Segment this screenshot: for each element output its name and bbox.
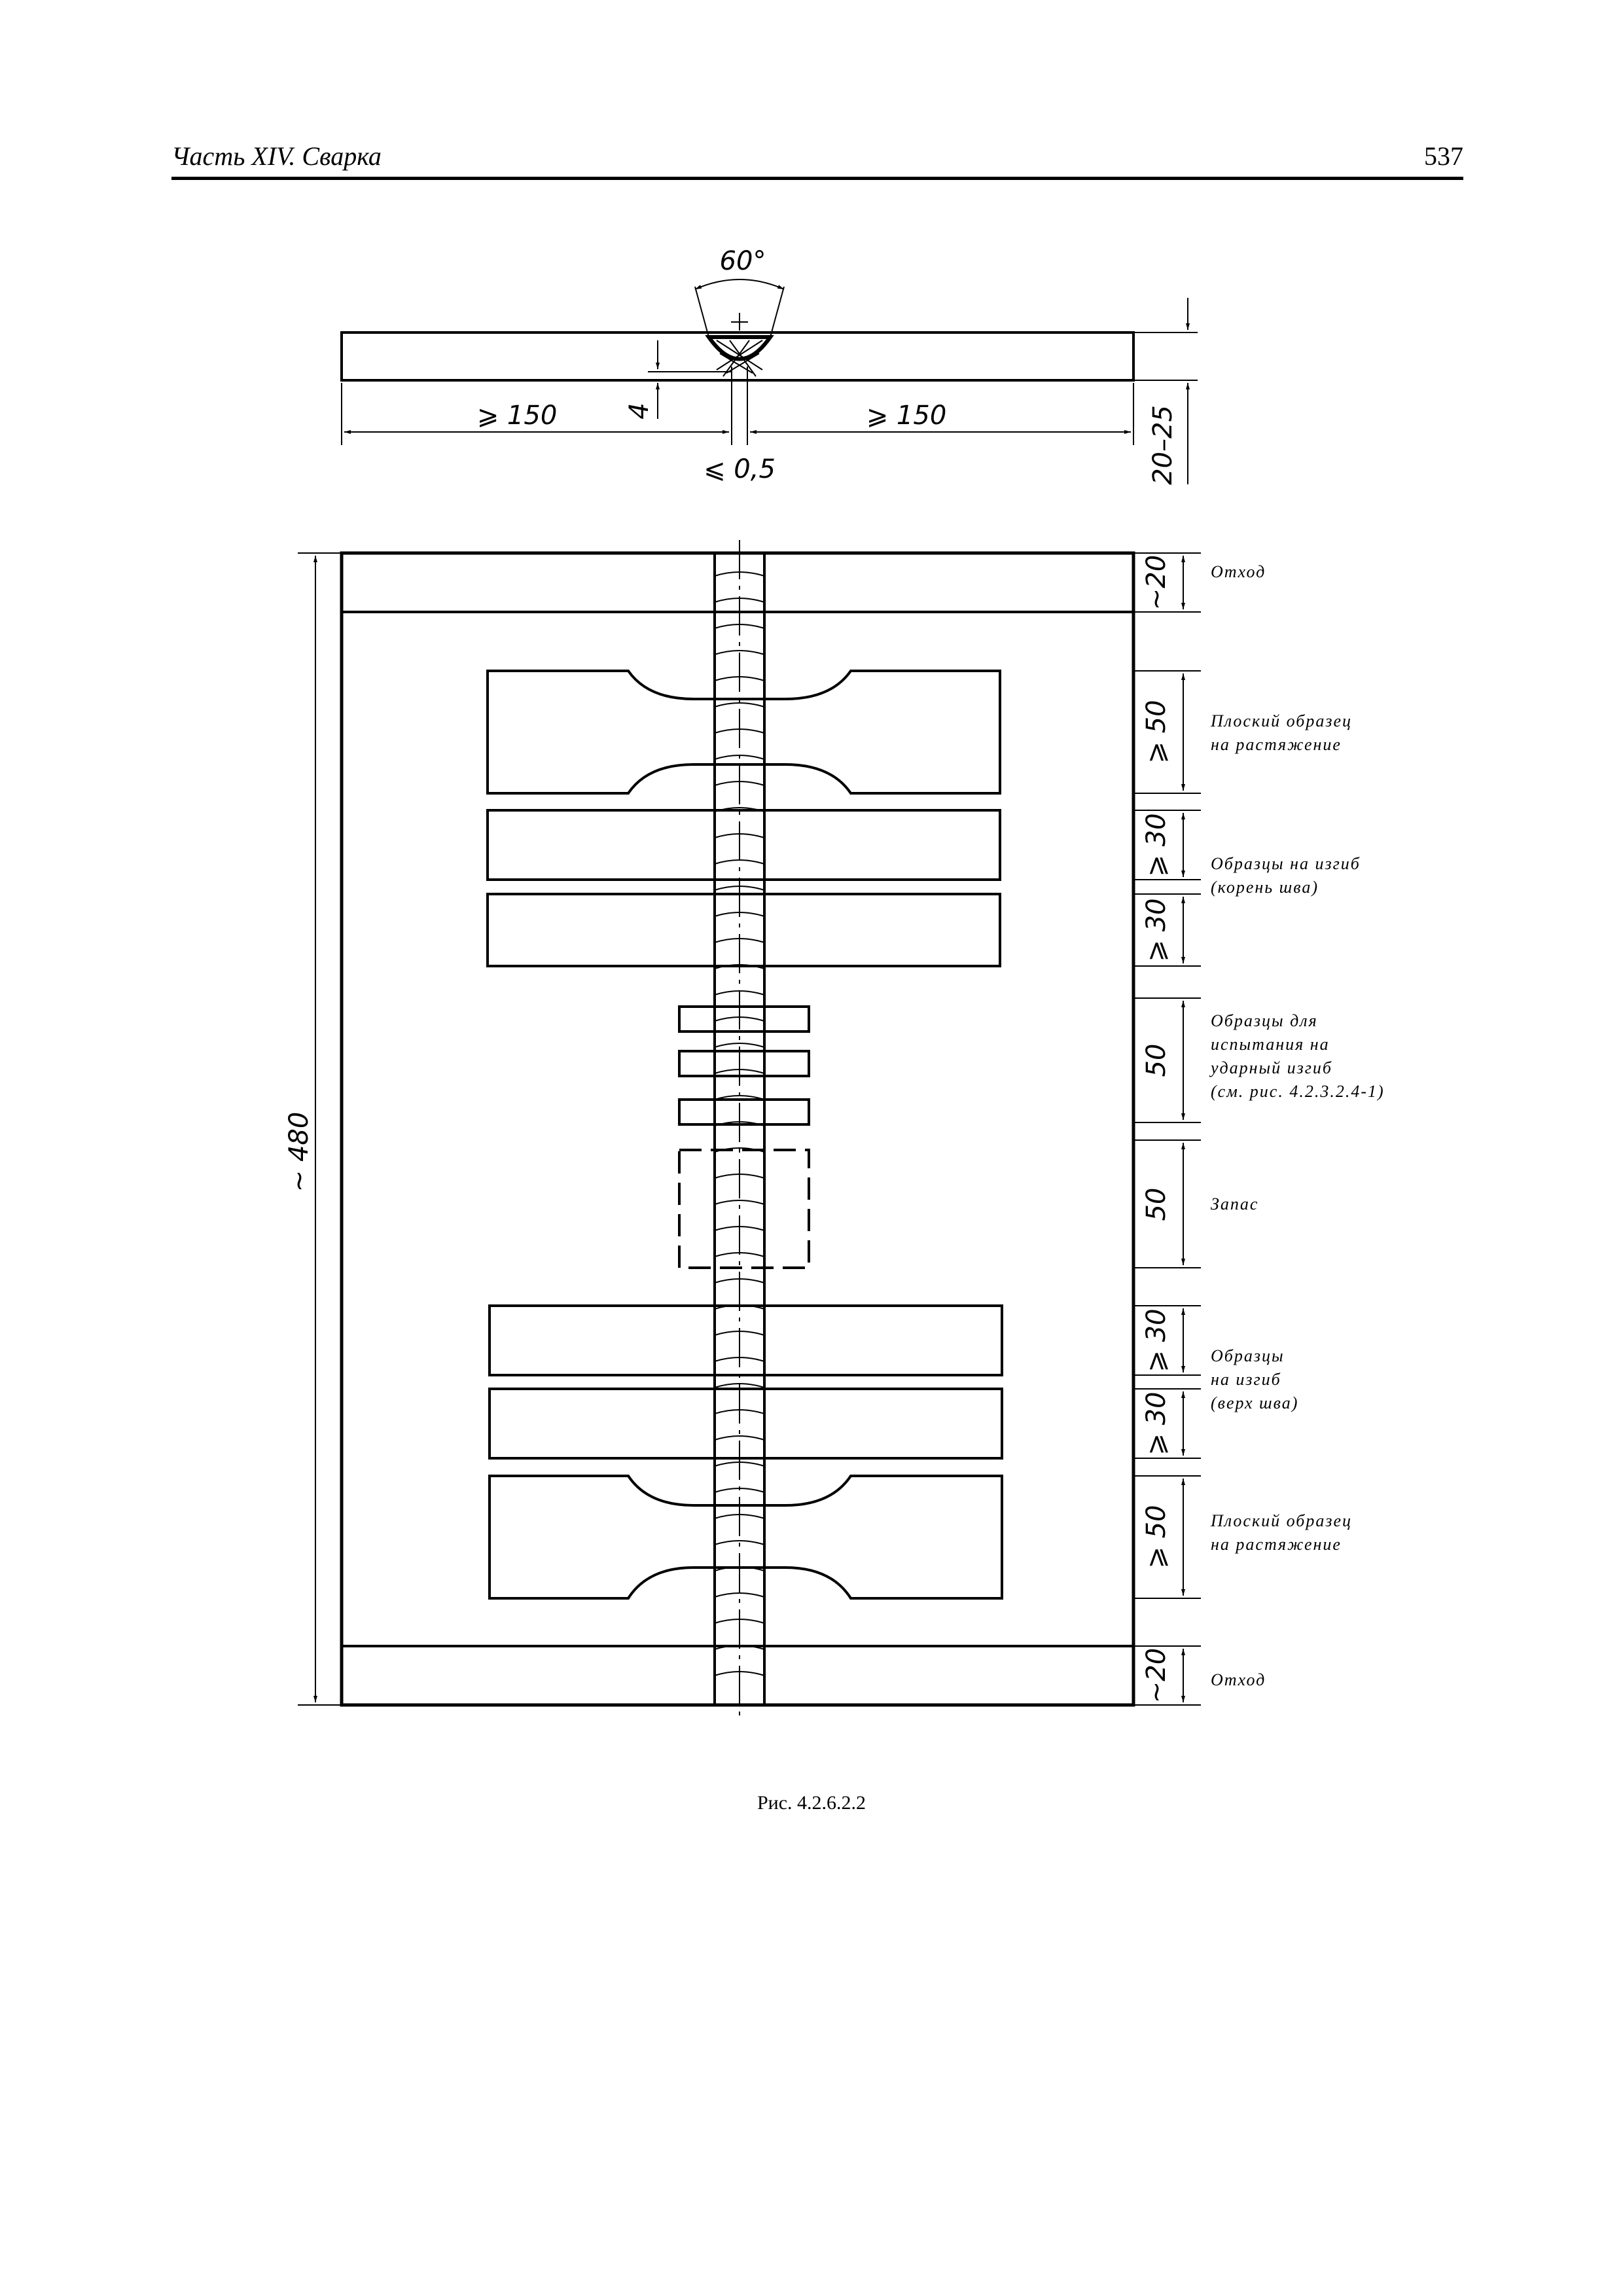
zone-dim-tensile-bottom: ⩾ 50 xyxy=(1141,1505,1171,1568)
note-bend-root-line1: Образцы на изгиб xyxy=(1211,854,1361,873)
test-plate-outline xyxy=(340,551,1135,1707)
zone-dim-impact: 50 xyxy=(1141,1044,1171,1077)
left-length-label: ⩾ 150 xyxy=(477,401,558,431)
zone-dim-bend-root-2: ⩾ 30 xyxy=(1141,898,1171,961)
thickness-label: 20–25 xyxy=(1148,405,1178,485)
note-discard-bottom: Отход xyxy=(1211,1670,1266,1689)
note-tensile-bottom-line1: Плоский образец xyxy=(1210,1511,1352,1530)
note-impact-line1: Образцы для xyxy=(1211,1011,1318,1030)
bend-specimen-face-2 xyxy=(488,1388,1003,1460)
note-tensile-top-line1: Плоский образец xyxy=(1210,711,1352,730)
note-tensile-bottom-line2: на растяжение xyxy=(1211,1535,1342,1554)
tensile-specimen-bottom xyxy=(488,1475,1003,1600)
figure-caption: Рис. 4.2.6.2.2 xyxy=(757,1792,866,1814)
root-height-label: 4 xyxy=(624,403,654,419)
note-tensile-top-line2: на растяжение xyxy=(1211,735,1342,754)
plan-view: ~ 480 xyxy=(284,540,1385,1718)
right-length-label: ⩾ 150 xyxy=(866,401,947,431)
total-length-label: ~ 480 xyxy=(284,1112,314,1193)
zone-dim-discard-bottom: ~20 xyxy=(1141,1648,1171,1703)
bend-specimen-root-1 xyxy=(486,809,1001,881)
zone-dim-bend-root-1: ⩾ 30 xyxy=(1141,813,1171,876)
angle-label: 60° xyxy=(720,246,766,276)
bend-specimen-face-1 xyxy=(488,1304,1003,1376)
reserve-area xyxy=(678,1149,810,1269)
cross-section-view: 60° ⩾ 150 ⩾ 150 ⩽ 0,5 4 20–25 xyxy=(340,246,1198,485)
note-bend-face-line2: на изгиб xyxy=(1211,1370,1281,1389)
impact-specimen-2 xyxy=(678,1050,810,1077)
note-bend-face-line1: Образцы xyxy=(1211,1346,1285,1365)
gap-label: ⩽ 0,5 xyxy=(704,454,776,484)
zone-dim-discard-top: ~20 xyxy=(1141,555,1171,610)
impact-specimen-1 xyxy=(678,1005,810,1033)
note-reserve: Запас xyxy=(1211,1194,1258,1213)
weld-bead xyxy=(705,335,774,361)
section-title: Часть XIV. Сварка xyxy=(171,141,382,171)
plate-cross-section xyxy=(340,331,1135,382)
note-impact-line2: испытания на xyxy=(1211,1035,1330,1054)
impact-specimen-3 xyxy=(678,1098,810,1126)
page-header: Часть XIV. Сварка 537 xyxy=(171,137,1463,180)
note-bend-face-line3: (верх шва) xyxy=(1211,1393,1298,1412)
note-impact-line4: (см. рис. 4.2.3.2.4-1) xyxy=(1211,1082,1385,1101)
zone-dim-bend-face-2: ⩾ 30 xyxy=(1141,1391,1171,1455)
angle-leg-right xyxy=(770,286,785,338)
page-number: 537 xyxy=(1424,141,1463,171)
note-impact-line3: ударный изгиб xyxy=(1209,1058,1332,1077)
tensile-specimen-top xyxy=(486,670,1001,795)
zone-dim-reserve: 50 xyxy=(1141,1188,1171,1221)
bend-specimen-root-2 xyxy=(486,893,1001,967)
angle-arc xyxy=(694,279,785,290)
zone-dim-bend-face-1: ⩾ 30 xyxy=(1141,1308,1171,1372)
note-discard-top: Отход xyxy=(1211,562,1266,581)
zone-dim-ticks xyxy=(1133,552,1201,1706)
note-bend-root-line2: (корень шва) xyxy=(1211,878,1319,897)
zone-dim-tensile-top: ⩾ 50 xyxy=(1141,700,1171,763)
angle-leg-left xyxy=(694,286,709,338)
weld-hatching xyxy=(716,340,763,377)
